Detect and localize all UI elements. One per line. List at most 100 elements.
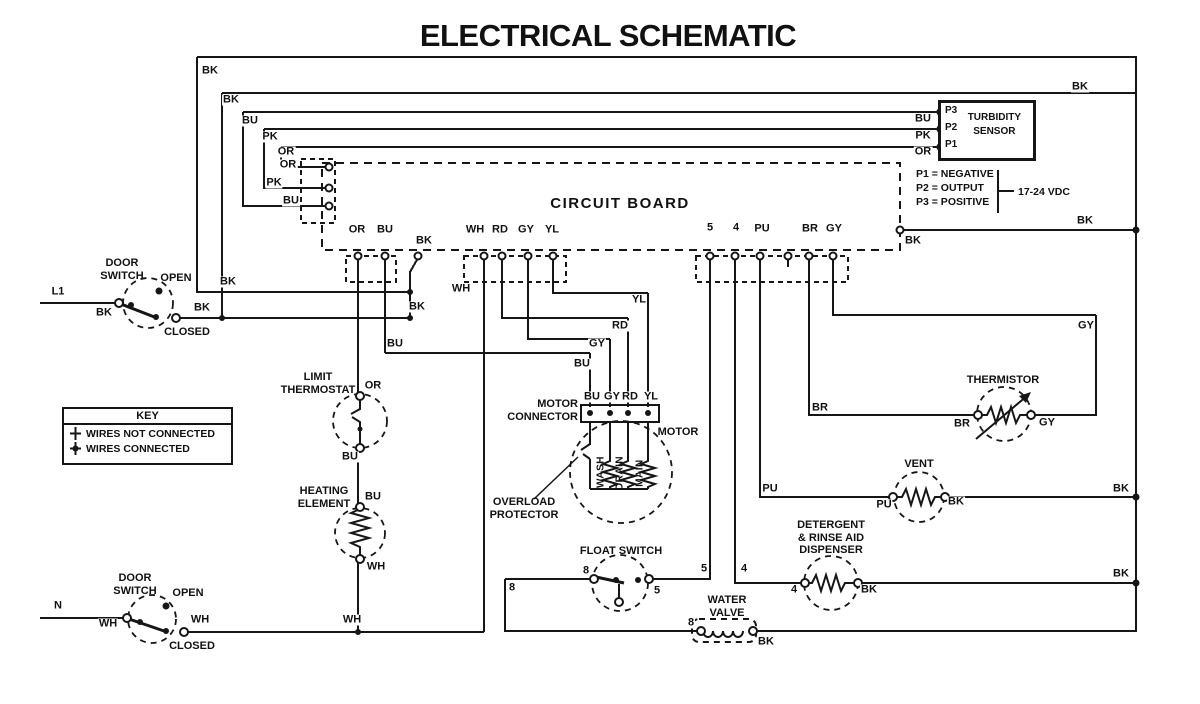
winding-main-label: MAIN [634,459,646,487]
wire-label-or: OR [278,158,298,171]
wire-label-8: 8 [686,616,696,629]
thermistor-title: THERMISTOR [966,374,1040,386]
overload-protector-switch [580,443,591,460]
vent-resistor [893,485,947,509]
heating-element-resistor [347,505,373,561]
door2-closed-dot [163,628,169,634]
motor-winding-wash [599,458,621,489]
wire-label-5: 5 [705,221,715,234]
wire-label-gy: GY [1077,319,1095,332]
door-switch-top-closed: CLOSED [164,326,210,338]
sensor-name-line2: SENSOR [973,126,1016,137]
wire-label-bk: BK [193,301,211,314]
wire-label-wh: WH [341,613,363,626]
dashed-boxes [300,158,901,643]
vent-title: VENT [904,458,934,470]
float-switch-title: FLOAT SWITCH [579,545,663,557]
door1-closed-terminal [171,313,181,323]
wire-label-bu: BU [376,223,394,236]
board-pin-or [353,251,363,261]
board-pin-4 [730,251,740,261]
sensor-pin-p1-label: P1 [945,139,958,150]
connector-c-outline [695,255,849,283]
wires-connected-icon [70,442,81,455]
wire-label-bk: BK [1112,482,1130,495]
door1-open-dot [155,287,163,295]
board-pin-nc [783,251,793,261]
wire-label-wh: WH [365,560,387,573]
door-switch-bottom-closed: CLOSED [169,640,215,652]
wire-label-bk: BK [222,93,240,106]
board-pin-wh [479,251,489,261]
wire-label-br: BR [953,417,971,430]
wire-label-l1: L1 [50,285,66,298]
heating-element-title: HEATING ELEMENT [297,485,351,510]
motor-conn-pin-yl [645,410,651,416]
door-switch-bottom-blade [128,617,168,634]
turbidity-sensor-box: P3 P2 P1 TURBIDITY SENSOR [938,100,1036,161]
board-exit-pin [895,225,905,235]
wire-label-4: 4 [789,583,799,596]
wire-label-5: 5 [699,562,709,575]
wire-label-wh: WH [97,617,119,630]
wire-label-bk: BK [904,234,922,247]
wire-label-gy: GY [517,223,535,236]
connector-b-outline [463,255,567,283]
motor-conn-pin-bu [587,410,593,416]
float-contact-dot [635,577,641,583]
water-valve-coil [702,630,744,638]
sensor-name-line1: TURBIDITY [967,112,1022,123]
wire-label-or: OR [363,379,383,392]
board-pin-5 [705,251,715,261]
wire-label-bk: BK [947,495,965,508]
bus-junction-3 [1132,579,1140,587]
wire-label-or: OR [276,145,296,158]
board-pin-rd [497,251,507,261]
wire-label-yl: YL [630,293,648,306]
vent-left-terminal [888,492,898,502]
wire-label-bk: BK [95,306,113,319]
sensor-note-line1: P1 = NEGATIVE [916,168,994,180]
wh-junction [355,629,361,635]
wire-label-gy: GY [588,337,606,350]
sensor-pin-p3-label: P3 [945,105,958,116]
top-conn-pin3 [324,201,334,211]
symbols [120,302,1033,638]
wire-label-bk: BK [415,234,433,247]
board-pin-gy [523,251,533,261]
door-switch-top-blade [120,302,158,320]
wire-label-pu: PU [753,222,771,235]
dispenser-right-terminal [853,578,863,588]
heating-element-circle [334,507,386,559]
door1-blade-dot [128,302,134,308]
bus-junction-2 [1132,493,1140,501]
door2-closed-terminal [179,627,189,637]
water-valve-outline [691,618,757,643]
door2-blade-dot [137,619,143,625]
bk-junction-1 [407,289,413,295]
door1-left-terminal [114,298,124,308]
wire-label-or: OR [347,223,367,236]
board-pin-yl [548,251,558,261]
wire-label-wh: WH [464,223,486,236]
motor-winding-drain [617,458,639,489]
wire-label-4: 4 [739,562,749,575]
thermistor-resistor [981,403,1033,427]
key-row-not-connected: WIRES NOT CONNECTED [64,425,231,440]
board-pin-pu [755,251,765,261]
key-row-connected: WIRES CONNECTED [64,440,231,455]
thermistor-right-terminal [1026,410,1036,420]
top-conn-pin2 [324,183,334,193]
float-switch-blade [595,575,625,585]
float-pivot-dot [613,577,619,583]
key-title: KEY [64,409,231,425]
thermostat-top-terminal [355,391,365,401]
wire-label-rd: RD [491,223,509,236]
thermistor-arrowhead [1019,392,1031,403]
overload-pointer-line [533,456,579,500]
wire-label-pu: PU [875,498,893,511]
top-connector-outline [300,158,336,224]
circuit-board-label: CIRCUIT BOARD [550,195,690,212]
